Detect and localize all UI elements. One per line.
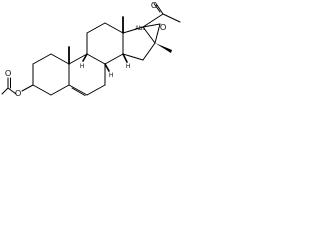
stereo-hydrogens [82, 53, 128, 72]
steroid-structure-diagram: O O O O H H H Abs [1, 1, 181, 98]
abs-stereo-label: Abs [135, 26, 145, 32]
acetate-ester [1, 77, 34, 95]
acetate-ether-oxygen-label: O [15, 89, 21, 98]
epoxide-ring [142, 23, 161, 44]
c14-hydrogen-label: H [126, 64, 130, 70]
acetate-carbonyl-oxygen-label: O [5, 69, 11, 78]
c16-methyl-wedge [155, 43, 172, 53]
ring-c [86, 22, 124, 65]
acetyl-side-chain [142, 3, 181, 28]
angular-methyls [68, 16, 124, 65]
ring-d [122, 26, 156, 61]
c8-hydrogen-label: H [109, 73, 113, 79]
ring-b [68, 53, 106, 96]
epoxide-oxygen-label: O [160, 23, 166, 32]
ketone-oxygen-label: O [151, 1, 157, 10]
c9-hydrogen-label: H [80, 64, 84, 70]
ring-a [32, 53, 70, 96]
